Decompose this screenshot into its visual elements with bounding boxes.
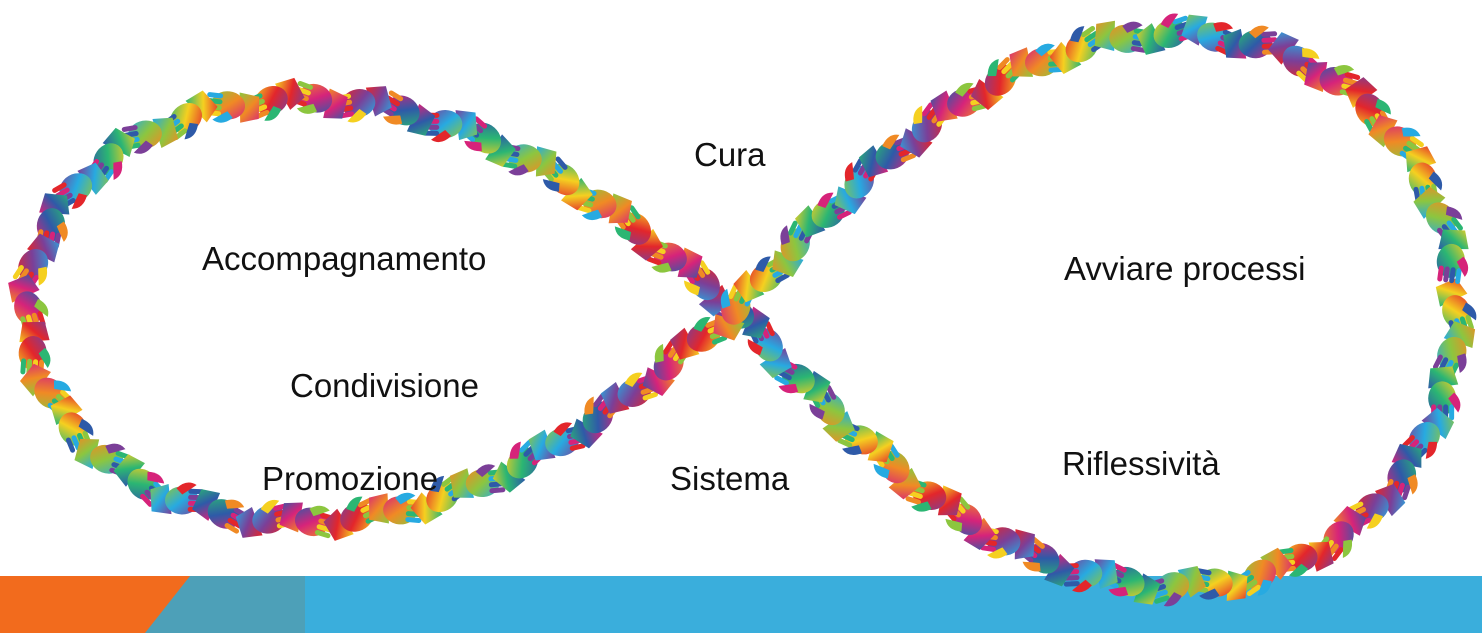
clasped-hands-icon: [369, 492, 423, 525]
clasped-hands-icon: [600, 372, 658, 414]
clasped-hands-icon: [905, 479, 962, 516]
clasped-hands-icon: [1348, 483, 1406, 529]
label-accompagnamento: Accompagnamento: [202, 240, 487, 277]
clasped-hands-icon: [1049, 25, 1106, 75]
clasped-hands-icon: [1436, 229, 1469, 284]
clasped-hands-icon: [1136, 13, 1195, 55]
clasped-hands-icon: [1148, 565, 1206, 607]
clasped-hands-icon: [1268, 32, 1322, 84]
clasped-hands-icon: [279, 502, 336, 539]
clasped-hands-icon: [1062, 559, 1118, 593]
clasped-hands-icon: [1223, 25, 1278, 59]
clasped-hands-icon: [772, 220, 814, 278]
label-riflessivita: Riflessività: [1062, 445, 1220, 482]
clasped-hands-icon: [1428, 366, 1461, 421]
label-promozione: Promozione: [262, 460, 439, 497]
clasped-hands-icon: [1094, 20, 1150, 53]
clasped-hands-icon: [1019, 536, 1075, 587]
clasped-hands-icon: [8, 274, 49, 332]
clasped-hands-icon: [50, 395, 94, 453]
clasped-hands-icon: [74, 438, 131, 477]
clasped-hands-icon: [36, 193, 70, 249]
clasped-hands-icon: [52, 162, 109, 209]
clasped-hands-icon: [670, 317, 728, 360]
hands-chain: [8, 13, 1477, 607]
label-sistema: Sistema: [670, 460, 790, 497]
clasped-hands-icon: [291, 81, 348, 119]
clasped-hands-icon: [642, 340, 690, 396]
label-avviare-processi: Avviare processi: [1064, 250, 1306, 287]
label-cura: Cura: [694, 136, 766, 173]
clasped-hands-icon: [335, 86, 392, 123]
clasped-hands-icon: [541, 156, 593, 211]
label-condivisione: Condivisione: [290, 367, 479, 404]
